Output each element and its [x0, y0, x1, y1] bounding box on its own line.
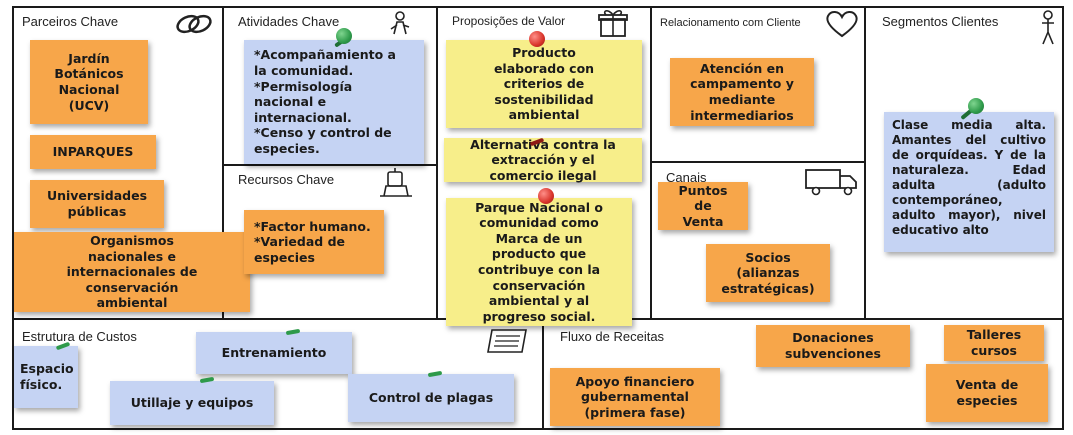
receipt-icon	[487, 329, 527, 353]
section-title-key-activities: Atividades Chave	[238, 14, 340, 29]
note-text: *Factor humano. *Variedad de especies	[254, 218, 371, 265]
note-text: Parque Nacional o comunidad como Marca d…	[475, 199, 603, 324]
sticky-note-channels-puntos: Puntos de Venta	[658, 182, 748, 230]
section-title-customer-relationships: Relacionamento com Cliente	[660, 17, 801, 29]
note-text: Socios (alianzas estratégicas)	[721, 249, 815, 296]
divider-h-relationship	[650, 161, 866, 163]
note-text: *Acompañamiento a la comunidad. *Permiso…	[254, 47, 396, 157]
sticky-note-cost-plagas: Control de plagas	[348, 374, 514, 422]
note-text: Espacio físico.	[20, 361, 74, 392]
section-title-value-propositions: Proposições de Valor	[452, 14, 566, 28]
pin-red	[529, 31, 545, 47]
note-text: Entrenamiento	[221, 345, 327, 361]
left-border	[12, 6, 14, 430]
note-text: Atención en campamento y mediante interm…	[690, 60, 794, 123]
note-text: Organismos nacionales e internacionales …	[66, 232, 198, 311]
divider-v1	[222, 6, 224, 318]
note-text: Venta de especies	[955, 377, 1019, 408]
sticky-note-revenue-donaciones: Donaciones subvenciones	[756, 325, 910, 367]
worker-icon	[390, 11, 410, 35]
note-text: Producto elaborado con criterios de sost…	[493, 44, 595, 123]
divider-h-activities	[222, 164, 438, 166]
top-border	[12, 6, 1064, 8]
worker-machine-icon	[380, 168, 412, 197]
sticky-note-cost-entrenamiento: Entrenamiento	[196, 332, 352, 374]
note-text: Alternativa contra la extracción y el co…	[470, 136, 616, 183]
sticky-note-relationship: Atención en campamento y mediante interm…	[670, 58, 814, 126]
pin-green	[336, 28, 352, 44]
section-title-cost-structure: Estrutura de Custos	[22, 329, 137, 344]
section-title-key-partners: Parceiros Chave	[22, 14, 119, 29]
sticky-note-activities: *Acompañamiento a la comunidad. *Permiso…	[244, 40, 424, 164]
sticky-note-channels-socios: Socios (alianzas estratégicas)	[706, 244, 830, 302]
note-text: Utillaje y equipos	[130, 395, 254, 411]
sticky-note-partner-inparques: INPARQUES	[30, 135, 156, 169]
section-title-customer-segments: Segmentos Clientes	[882, 14, 999, 29]
sticky-note-partner-universidades: Universidades públicas	[30, 180, 164, 228]
sticky-note-segments: Clase media alta. Amantes del cultivo de…	[884, 112, 1054, 252]
sticky-note-revenue-venta: Venta de especies	[926, 364, 1048, 422]
note-text: Clase media alta. Amantes del cultivo de…	[892, 118, 1046, 237]
sticky-note-value-parque: Parque Nacional o comunidad como Marca d…	[446, 198, 632, 326]
pin-green	[968, 98, 984, 114]
note-text: INPARQUES	[52, 144, 134, 160]
divider-v2	[436, 6, 438, 318]
bottom-border	[12, 428, 1064, 430]
section-title-revenue-streams: Fluxo de Receitas	[560, 329, 665, 344]
note-text: Universidades públicas	[46, 188, 148, 219]
sticky-note-revenue-apoyo: Apoyo financiero gubernamental (primera …	[550, 368, 720, 426]
sticky-note-value-producto: Producto elaborado con criterios de sost…	[446, 40, 642, 128]
sticky-note-value-alternativa: Alternativa contra la extracción y el co…	[444, 136, 642, 183]
sticky-note-cost-espacio: Espacio físico.	[14, 346, 78, 408]
sticky-note-partner-jardin: Jardín Botánicos Nacional (UCV)	[30, 40, 148, 124]
section-title-key-resources: Recursos Chave	[238, 172, 335, 187]
note-text: Jardín Botánicos Nacional (UCV)	[54, 50, 124, 113]
divider-v5	[542, 318, 544, 430]
note-text: Apoyo financiero gubernamental (primera …	[575, 373, 695, 420]
truck-icon	[805, 169, 857, 196]
note-text: Puntos de Venta	[678, 182, 728, 229]
note-text: Control de plagas	[368, 390, 494, 406]
right-border	[1062, 6, 1064, 430]
note-text: Donaciones subvenciones	[785, 330, 881, 361]
sticky-note-resources: *Factor humano. *Variedad de especies	[244, 210, 384, 274]
sticky-note-revenue-talleres: Talleres cursos	[944, 325, 1044, 361]
chain-link-icon	[176, 14, 212, 34]
gift-icon	[598, 10, 628, 37]
pin-red	[538, 188, 554, 204]
person-icon	[1042, 10, 1054, 45]
heart-icon	[826, 11, 858, 38]
sticky-note-partner-organismos: Organismos nacionales e internacionales …	[14, 232, 250, 312]
note-text: Talleres cursos	[966, 327, 1022, 358]
section-title-channels: Canais	[666, 170, 707, 185]
sticky-note-cost-utillaje: Utillaje y equipos	[110, 381, 274, 425]
